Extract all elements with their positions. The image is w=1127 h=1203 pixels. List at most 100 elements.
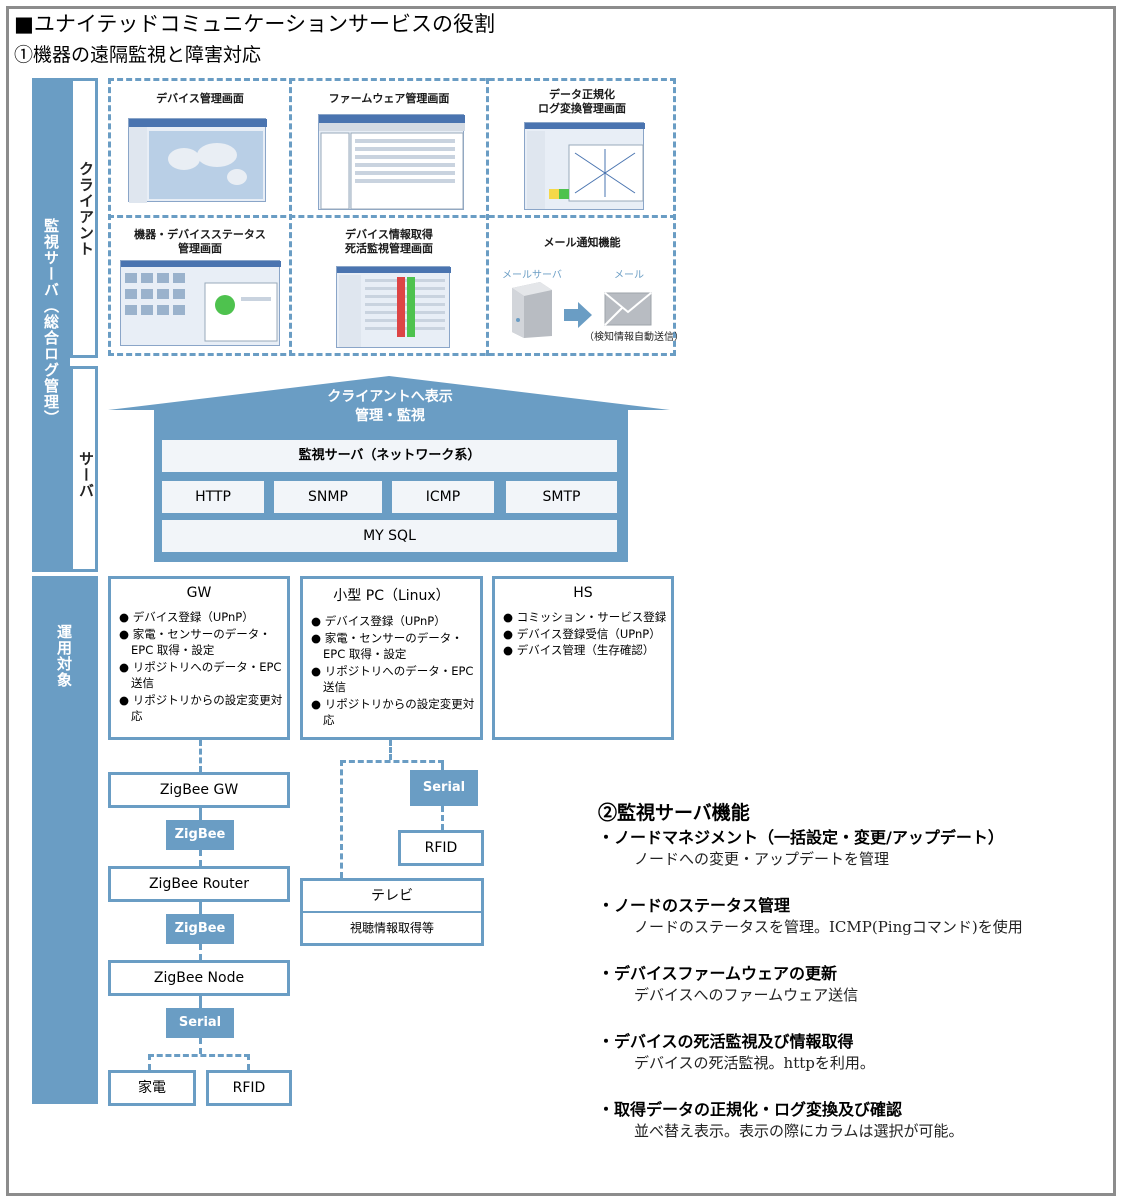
- page-subtitle: ①機器の遠隔監視と障害対応: [14, 44, 262, 66]
- target-gw-list: ● デバイス登録（UPnP） ● 家電・センサーのデータ・EPC 取得・設定 ●…: [111, 609, 287, 725]
- mail-note: （検知情報自動送信）: [584, 332, 684, 343]
- server-main: 監視サーバ（ネットワーク系）: [162, 440, 617, 472]
- features-list: ・ノードマネジメント（一括設定・変更/アップデート） ノードへの変更・アップデー…: [598, 824, 1108, 1164]
- feature-head: ・デバイスファームウェアの更新: [598, 964, 838, 983]
- appliance-box: 家電: [108, 1070, 196, 1106]
- arrow-text: クライアントへ表示 管理・監視: [327, 389, 453, 424]
- list-item: ● 家電・センサーのデータ・EPC 取得・設定: [119, 626, 271, 658]
- target-hs-list: ● コミッション・サービス登録 ● デバイス登録受信（UPnP） ● デバイス管…: [495, 609, 671, 659]
- arrow-right-icon: [564, 302, 592, 328]
- target-hs-title: HS: [573, 585, 593, 601]
- outer-frame: [6, 6, 1116, 1196]
- list-item: ● デバイス登録（UPnP）: [311, 614, 446, 628]
- mail-server-label: メールサーバ: [502, 270, 562, 281]
- target-band-label: 運用対象: [55, 624, 73, 688]
- protocol-http: HTTP: [162, 481, 264, 513]
- client-grid-vline-1: [289, 78, 292, 356]
- feature-desc: デバイスの死活監視。httpを利用。: [634, 1054, 875, 1072]
- status-screen-thumb[interactable]: [120, 260, 281, 346]
- feature-head: ・ノードのステータス管理: [598, 896, 791, 915]
- world-map-icon: [129, 119, 267, 203]
- connector-z2b: [199, 944, 202, 960]
- server-icon: [512, 282, 552, 338]
- zigbee-node-box: ZigBee Node: [108, 960, 290, 996]
- connector-split: [148, 1054, 250, 1057]
- client-title-liveness: デバイス情報取得 死活監視管理画面: [345, 228, 433, 255]
- status-grid-icon: [121, 261, 281, 342]
- feature-item: ・デバイスファームウェアの更新 デバイスへのファームウェア送信: [598, 960, 1108, 1028]
- list-item: ● リポジトリへのデータ・EPC 送信: [119, 659, 282, 691]
- serial-tag-2: Serial: [410, 770, 478, 806]
- list-item: ● 家電・センサーのデータ・EPC 取得・設定: [311, 630, 463, 662]
- client-title-status: 機器・デバイスステータス 管理画面: [134, 228, 266, 255]
- feature-item: ・デバイスの死活監視及び情報取得 デバイスの死活監視。httpを利用。: [598, 1028, 1108, 1096]
- client-title-normalize: データ正規化 ログ変換管理画面: [538, 88, 626, 115]
- connector-z2a: [199, 902, 202, 914]
- client-grid-hline: [108, 215, 676, 218]
- connector-pc: [389, 740, 392, 760]
- feature-desc: ノードへの変更・アップデートを管理: [634, 850, 890, 868]
- device-screen-thumb[interactable]: [128, 118, 267, 203]
- connector-rfid1: [247, 1054, 250, 1070]
- monitoring-server-band: 監視サーバ（総合ログ管理）: [32, 78, 70, 572]
- target-small-pc-list: ● デバイス登録（UPnP） ● 家電・センサーのデータ・EPC 取得・設定 ●…: [303, 613, 480, 729]
- liveness-screen-thumb[interactable]: [336, 266, 451, 348]
- feature-head: ・デバイスの死活監視及び情報取得: [598, 1032, 854, 1051]
- server-label: サーバ: [77, 451, 95, 499]
- server-label-box: サーバ: [70, 366, 98, 572]
- connector-serial2: [441, 760, 444, 770]
- list-item: ● リポジトリへのデータ・EPC 送信: [311, 663, 474, 695]
- client-label-box: クライアント: [70, 78, 98, 358]
- tv-box: テレビ 視聴情報取得等: [300, 878, 484, 946]
- list-item: ● コミッション・サービス登録: [503, 610, 667, 624]
- rfid-box-1: RFID: [206, 1070, 292, 1106]
- list-item: ● リポジトリからの設定変更対応: [119, 692, 283, 724]
- protocol-smtp: SMTP: [506, 481, 617, 513]
- firmware-screen-thumb[interactable]: [318, 114, 465, 210]
- connector-gw: [199, 740, 202, 772]
- zigbee-tag-1: ZigBee: [166, 820, 234, 850]
- target-gw-title: GW: [186, 585, 212, 601]
- normalize-screen-thumb[interactable]: [524, 122, 645, 210]
- connector-s1b: [199, 1038, 202, 1054]
- feature-desc: 並べ替え表示。表示の際にカラムは選択が可能。: [634, 1122, 964, 1140]
- feature-desc: デバイスへのファームウェア送信: [634, 986, 859, 1004]
- serial-tag-1: Serial: [166, 1008, 234, 1038]
- client-title-mail: メール通知機能: [543, 236, 621, 249]
- feature-head: ・ノードマネジメント（一括設定・変更/アップデート）: [598, 828, 1004, 847]
- list-item: ● リポジトリからの設定変更対応: [311, 696, 475, 728]
- list-item: ● デバイス登録（UPnP）: [119, 610, 254, 624]
- connector-z1a: [199, 808, 202, 820]
- protocol-icmp: ICMP: [392, 481, 494, 513]
- target-small-pc-title: 小型 PC（Linux）: [333, 588, 450, 604]
- protocol-snmp: SNMP: [274, 481, 382, 513]
- table-log-icon: [337, 267, 451, 347]
- zigbee-tag-2: ZigBee: [166, 914, 234, 944]
- mail-icon: [604, 292, 652, 326]
- feature-item: ・ノードマネジメント（一括設定・変更/アップデート） ノードへの変更・アップデー…: [598, 824, 1108, 892]
- tv-subtitle: 視聴情報取得等: [349, 921, 434, 935]
- connector-rfid2: [441, 806, 444, 830]
- tv-title: テレビ: [303, 881, 481, 913]
- mail-label: メール: [614, 270, 644, 281]
- feature-item: ・取得データの正規化・ログ変換及び確認 並べ替え表示。表示の際にカラムは選択が可…: [598, 1096, 1108, 1164]
- feature-item: ・ノードのステータス管理 ノードのステータスを管理。ICMP(Pingコマンド)…: [598, 892, 1108, 960]
- window-list-icon: [319, 115, 465, 210]
- rfid-box-2: RFID: [398, 830, 484, 866]
- db-mysql: MY SQL: [162, 520, 617, 552]
- page-title: ■ユナイテッドコミュニケーションサービスの役割: [14, 12, 495, 36]
- client-label: クライアント: [77, 161, 95, 257]
- zigbee-gw-box: ZigBee GW: [108, 772, 290, 808]
- target-small-pc: 小型 PC（Linux） ● デバイス登録（UPnP） ● 家電・センサーのデー…: [300, 576, 483, 740]
- target-band: 運用対象: [32, 576, 98, 1104]
- client-title-firmware: ファームウェア管理画面: [328, 92, 450, 105]
- monitoring-server-band-label: 監視サーバ（総合ログ管理）: [42, 218, 60, 426]
- connector-tv: [340, 760, 343, 878]
- features-title: ②監視サーバ機能: [598, 802, 750, 824]
- list-item: ● デバイス管理（生存確認）: [503, 643, 655, 657]
- feature-desc: ノードのステータスを管理。ICMP(Pingコマンド)を使用: [634, 918, 1023, 936]
- list-item: ● デバイス登録受信（UPnP）: [503, 626, 661, 641]
- client-grid-vline-2: [486, 78, 489, 356]
- connector-appliance: [148, 1054, 151, 1070]
- connector-pc-split: [340, 760, 444, 763]
